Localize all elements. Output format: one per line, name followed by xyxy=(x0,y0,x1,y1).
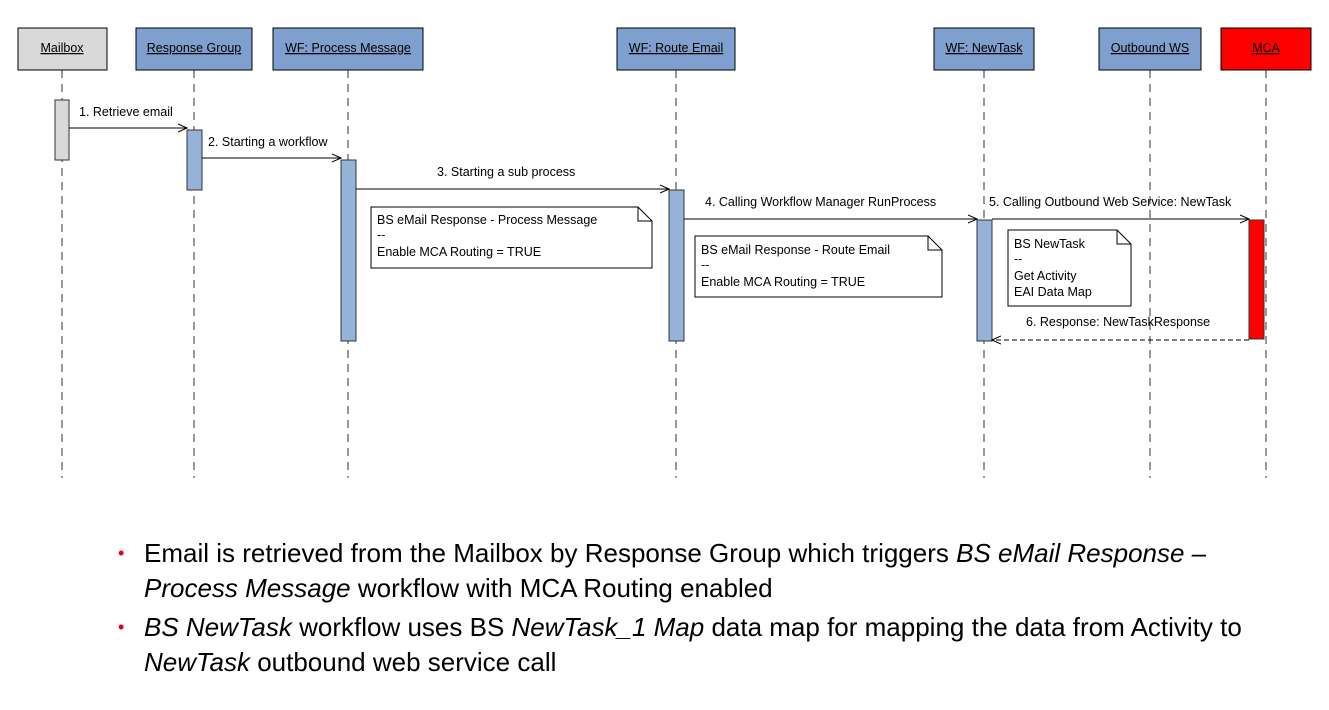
participant-box xyxy=(272,27,424,71)
participant-route-email: WF: Route Email xyxy=(616,27,736,71)
participant-label: WF: Route Email xyxy=(629,41,723,55)
bullet-text-italic: BS eMail Response – Process Message xyxy=(144,538,1207,603)
message-label-6: 6. Response: NewTaskResponse xyxy=(1026,315,1210,329)
message-label-5: 5. Calling Outbound Web Service: NewTask xyxy=(989,195,1232,209)
participant-label: Outbound WS xyxy=(1111,41,1190,55)
activation-route-email xyxy=(668,189,685,342)
participant-box xyxy=(933,27,1035,71)
bullet-item-1: • Email is retrieved from the Mailbox by … xyxy=(118,536,1268,606)
participant-response-group: Response Group xyxy=(135,27,253,71)
bullet-list: • Email is retrieved from the Mailbox by … xyxy=(118,536,1268,684)
note-process-message: BS eMail Response - Process Message -- E… xyxy=(370,206,653,269)
participant-newtask: WF: NewTask xyxy=(933,27,1035,71)
note-fold xyxy=(637,207,652,222)
bullet-text-italic: NewTask_1 Map xyxy=(511,612,705,642)
bullet-text-italic: NewTask xyxy=(144,647,250,677)
activation-response-group xyxy=(186,129,203,191)
participant-outbound-ws: Outbound WS xyxy=(1098,27,1202,71)
note-line: Enable MCA Routing = TRUE xyxy=(377,245,541,259)
participant-label: WF: NewTask xyxy=(945,41,1023,55)
participant-label: Mailbox xyxy=(40,41,84,55)
participant-box xyxy=(135,27,253,71)
activation-mca xyxy=(1248,219,1265,340)
activation-mailbox xyxy=(54,99,70,161)
participant-mca: MCA xyxy=(1220,27,1312,71)
message-label-3: 3. Starting a sub process xyxy=(437,165,575,179)
bullet-text: outbound web service call xyxy=(249,647,557,677)
participant-label: WF: Process Message xyxy=(285,41,411,55)
bullet-text: Email is retrieved from the Mailbox by R… xyxy=(144,538,957,568)
note-line: BS eMail Response - Route Email xyxy=(701,243,890,257)
note-line: BS eMail Response - Process Message xyxy=(377,213,597,227)
message-label-2: 2. Starting a workflow xyxy=(208,135,328,149)
bullet-text: workflow with MCA Routing enabled xyxy=(350,573,773,603)
note-shape xyxy=(694,235,943,298)
message-label-4: 4. Calling Workflow Manager RunProcess xyxy=(705,195,936,209)
bullet-dot-icon: • xyxy=(118,617,125,637)
participant-label: Response Group xyxy=(147,41,242,55)
participant-box xyxy=(1098,27,1202,71)
note-line: Enable MCA Routing = TRUE xyxy=(701,275,865,289)
message-label-1: 1. Retrieve email xyxy=(79,105,173,119)
participant-mailbox: Mailbox xyxy=(17,27,108,71)
activation-process-message xyxy=(340,159,357,342)
note-line: -- xyxy=(377,228,385,242)
note-fold xyxy=(1116,230,1131,245)
bullet-text: workflow uses BS xyxy=(291,612,512,642)
note-line: BS NewTask xyxy=(1014,237,1086,251)
note-newtask: BS NewTask -- Get Activity EAI Data Map xyxy=(1007,229,1132,307)
participant-box xyxy=(1220,27,1312,71)
note-shape xyxy=(1007,229,1132,307)
participant-process-message: WF: Process Message xyxy=(272,27,424,71)
note-route-email: BS eMail Response - Route Email -- Enabl… xyxy=(694,235,943,298)
bullet-dot-icon: • xyxy=(118,543,125,563)
participant-box xyxy=(17,27,108,71)
note-fold xyxy=(927,236,942,251)
note-line: EAI Data Map xyxy=(1014,285,1092,299)
bullet-text: data map for mapping the data from Activ… xyxy=(704,612,1242,642)
note-shape xyxy=(370,206,653,269)
note-line: Get Activity xyxy=(1014,269,1077,283)
sequence-diagram: Mailbox Response Group WF: Process Messa… xyxy=(17,27,1312,478)
note-line: -- xyxy=(701,258,709,272)
bullet-text-italic: BS NewTask xyxy=(144,612,292,642)
bullet-item-2: • BS NewTask workflow uses BS NewTask_1 M… xyxy=(118,610,1268,680)
note-line: -- xyxy=(1014,252,1022,266)
participant-label: MCA xyxy=(1252,41,1280,55)
activation-newtask xyxy=(976,219,993,342)
participant-box xyxy=(616,27,736,71)
